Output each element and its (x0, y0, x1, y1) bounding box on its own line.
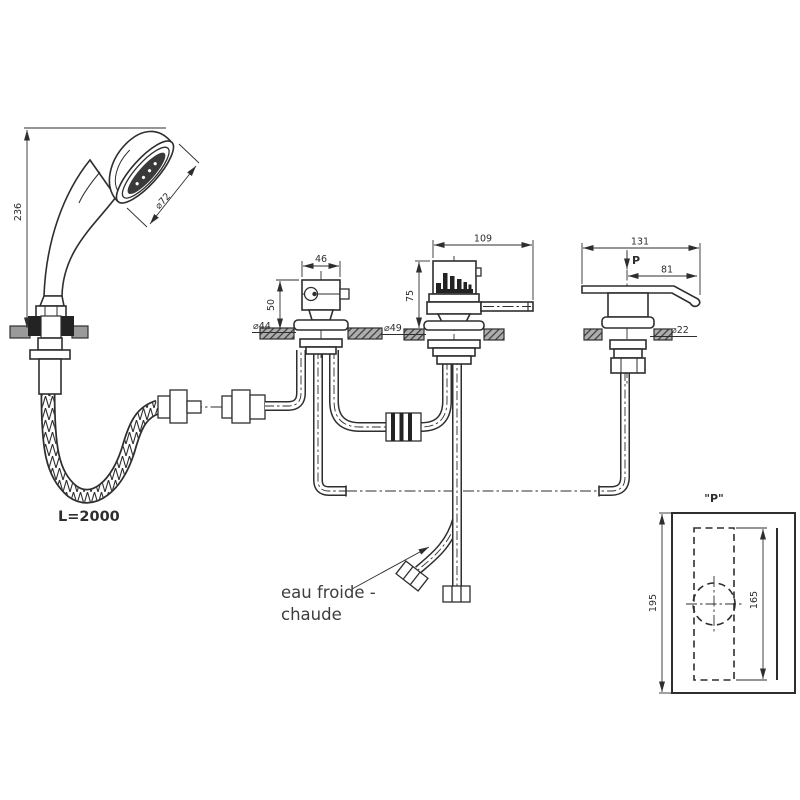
shower-head (108, 130, 175, 204)
shower-lock-nut (29, 349, 71, 360)
note-line2: chaude (281, 605, 342, 624)
below-deck-piping (40, 350, 630, 603)
deck-section (347, 327, 383, 340)
shower-deck (9, 315, 89, 339)
diverter-escutcheon (293, 319, 349, 331)
dim-detail-inner: 165 (749, 591, 760, 609)
note-line1: eau froide - (281, 583, 376, 602)
pipe-union-block (385, 412, 422, 442)
note-arrow (351, 546, 430, 590)
diverter-knob (303, 286, 319, 302)
dim-diverter-width: 46 (315, 254, 327, 265)
deck-section (583, 328, 603, 341)
dim-shower-height: 236 (13, 203, 24, 221)
dim-diverter-hole: ⌀44 (253, 321, 271, 332)
cascade-spout (581, 250, 701, 385)
dim-mixer-hole: ⌀49 (384, 323, 402, 334)
hand-shower (9, 130, 175, 400)
deck-section (483, 328, 505, 341)
spout-blade (581, 285, 701, 308)
spout-escutcheon (601, 316, 655, 329)
shower-flex-hose (40, 391, 161, 504)
shower-handle (43, 158, 117, 297)
spout-column (607, 292, 649, 318)
supply-fitting-straight (442, 585, 471, 603)
dimensions: 236 ⌀72 L=2000 46 50 ⌀44 109 75 ⌀49 131 (13, 127, 701, 525)
mixer-cartridge-section (436, 273, 473, 293)
supply-fitting-angled (395, 560, 429, 592)
deck-section (653, 328, 673, 341)
mixer-escutcheon (423, 320, 485, 331)
diverter-stub (339, 288, 350, 300)
dim-detail-outer: 195 (648, 594, 659, 612)
detail-title: "P" (704, 492, 724, 505)
pipe-shower-to-diverter (265, 350, 306, 411)
pipe-diverter-outlet (313, 350, 347, 497)
diverter-valve (259, 271, 383, 358)
pipe-spout-inlet (598, 372, 630, 497)
dim-mixer-width: 109 (474, 234, 492, 245)
dim-diverter-height: 50 (266, 299, 277, 311)
dim-spout-offset: 81 (661, 265, 673, 276)
dim-spout-width: 131 (631, 237, 649, 248)
hose-connectors (157, 389, 266, 424)
dim-hose-length: L=2000 (58, 509, 120, 525)
detail-view-p: "P" 195 165 (648, 492, 796, 694)
dim-mixer-height: 75 (405, 290, 416, 302)
mixer-lever-handle (480, 301, 534, 312)
dim-head-diameter: ⌀72 (153, 191, 173, 212)
label-point-p: P (632, 254, 640, 267)
spout-lock-nut (610, 357, 646, 374)
mixer-stub (475, 267, 482, 277)
supply-hoses (395, 356, 471, 603)
supply-note: eau froide - chaude (281, 546, 430, 624)
mixer-valve (403, 256, 534, 365)
dim-spout-hole: ⌀22 (671, 325, 689, 336)
